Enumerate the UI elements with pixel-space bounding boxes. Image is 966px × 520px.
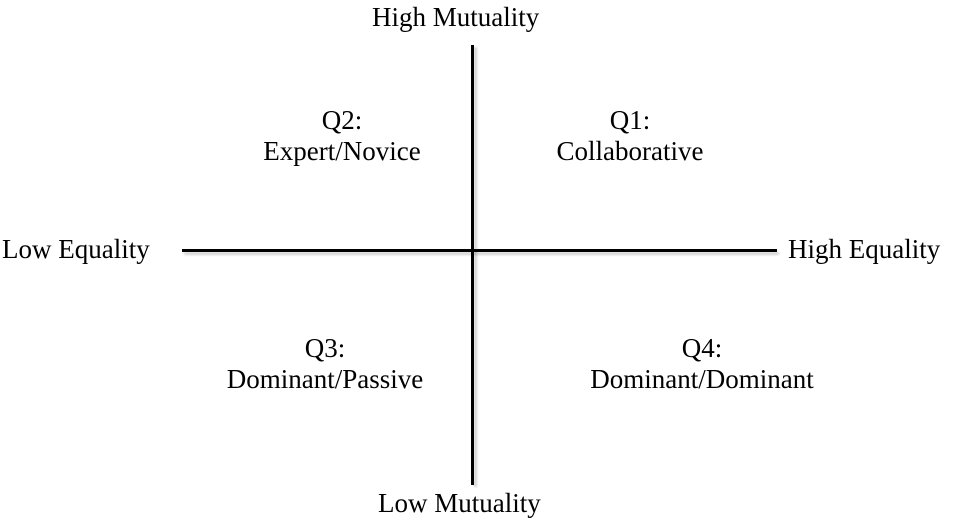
horizontal-axis-line xyxy=(182,249,777,252)
quadrant-q3-id: Q3: xyxy=(304,333,346,363)
axis-label-high-equality: High Equality xyxy=(788,234,941,264)
quadrant-q4-id: Q4: xyxy=(681,333,723,363)
quadrant-q3: Q3: Dominant/Passive xyxy=(227,333,424,395)
quadrant-q1-id: Q1: xyxy=(609,105,651,135)
vertical-axis-line xyxy=(471,45,474,485)
quadrant-q3-name: Dominant/Passive xyxy=(226,364,424,394)
quadrant-q1-name: Collaborative xyxy=(556,136,704,166)
quadrant-q2-id: Q2: xyxy=(321,105,363,135)
quadrant-q4-name: Dominant/Dominant xyxy=(590,364,814,394)
axis-label-high-mutuality: High Mutuality xyxy=(372,2,540,32)
quadrant-q4: Q4: Dominant/Dominant xyxy=(590,333,813,395)
axis-label-low-equality: Low Equality xyxy=(2,234,150,264)
quadrant-q2-name: Expert/Novice xyxy=(263,136,421,166)
axis-label-low-mutuality: Low Mutuality xyxy=(378,488,541,518)
quadrant-q1: Q1: Collaborative xyxy=(557,105,704,167)
quadrant-q2: Q2: Expert/Novice xyxy=(263,105,420,167)
